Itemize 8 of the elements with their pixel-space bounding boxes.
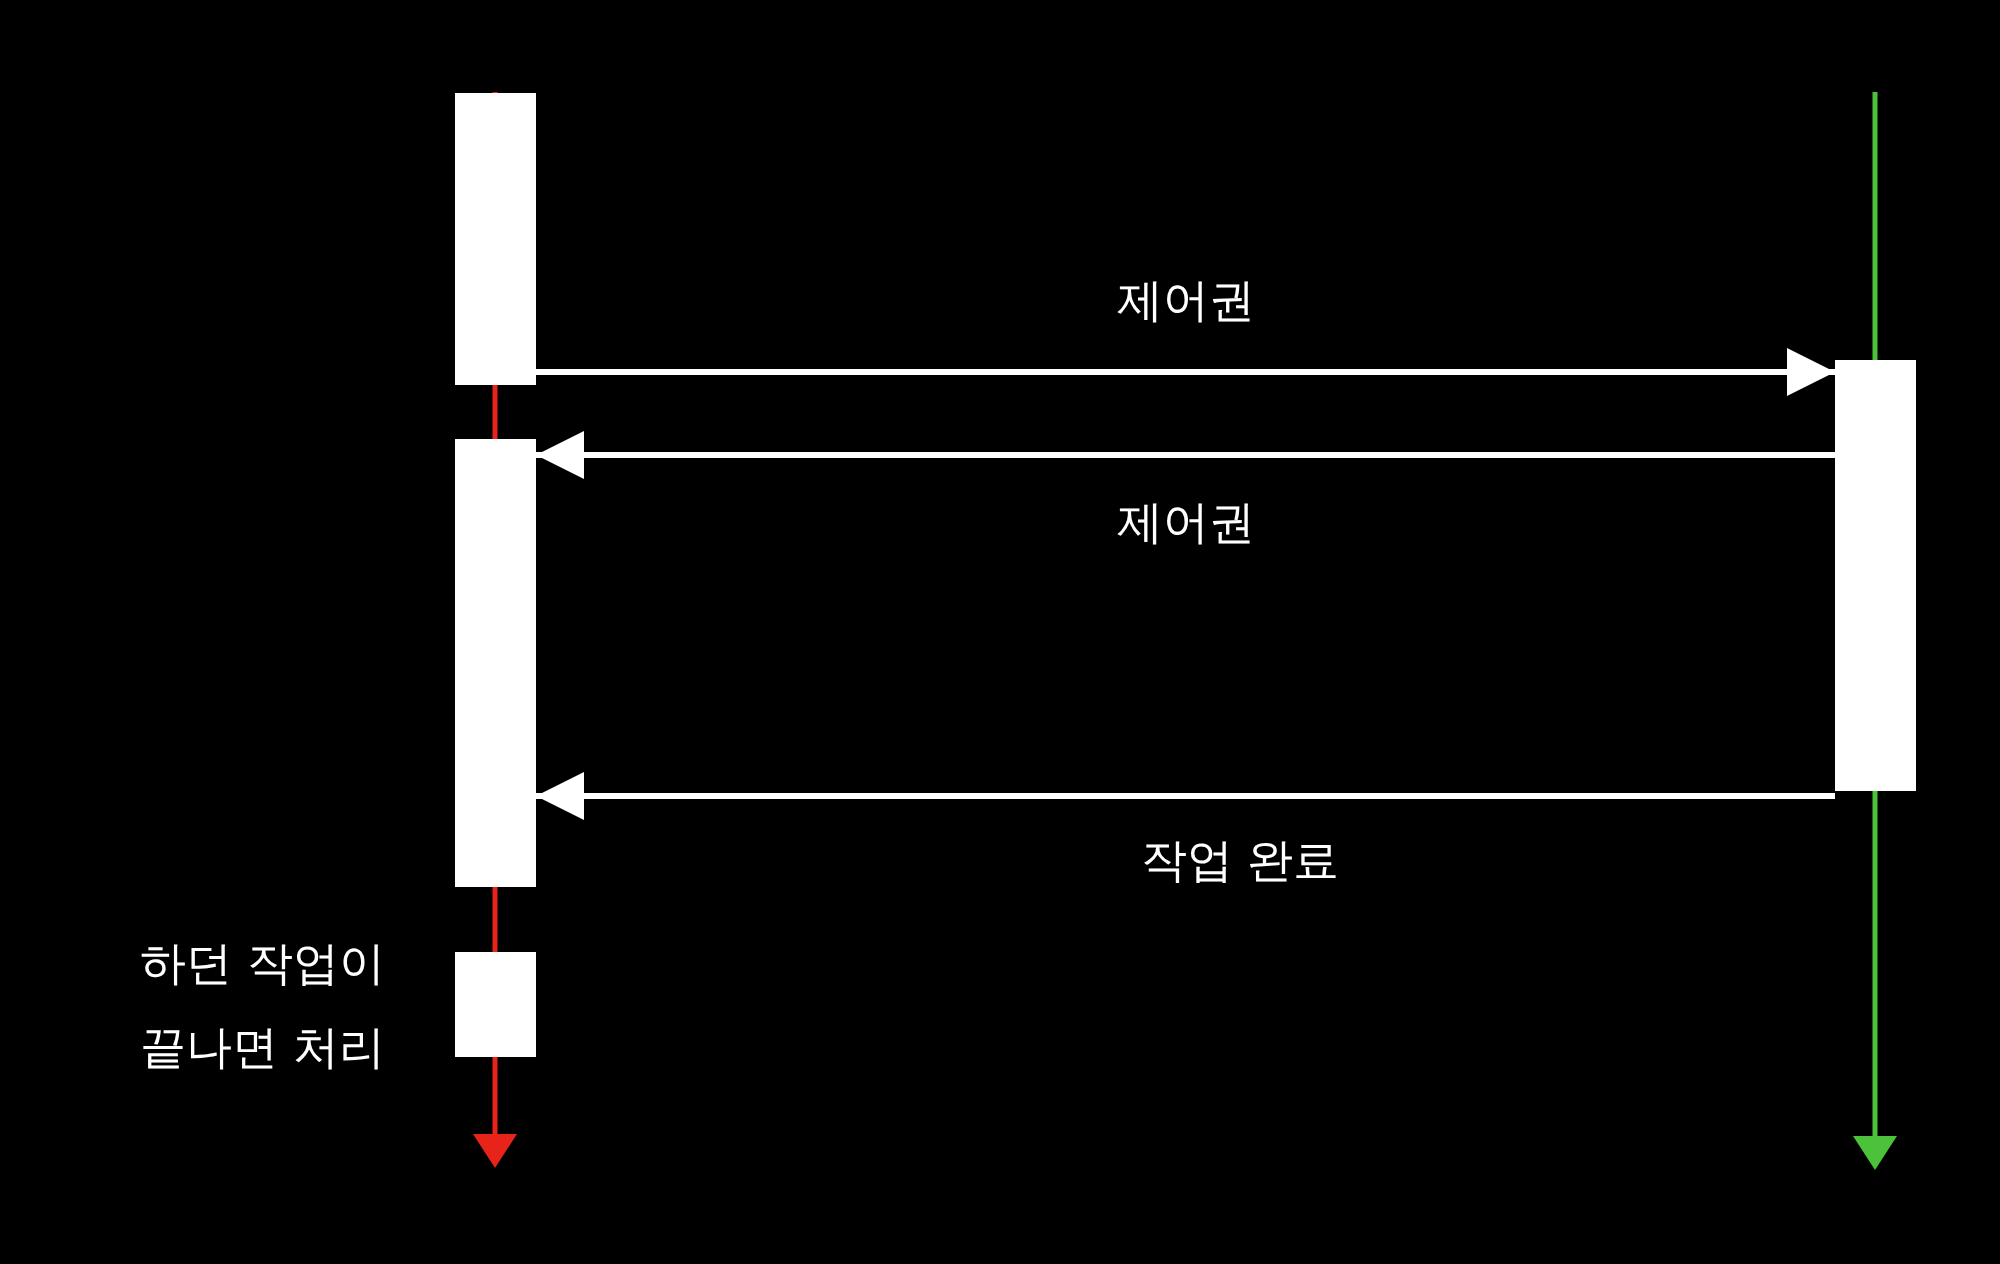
arrow	[536, 348, 1835, 396]
activation-bar	[455, 439, 536, 887]
arrow	[536, 772, 1835, 820]
activation-bar	[1835, 360, 1916, 791]
activation-bar	[455, 952, 536, 1057]
activation-bar	[455, 93, 536, 385]
side-note: 하던 작업이 끝나면 처리	[139, 934, 385, 1076]
arrow	[536, 431, 1835, 479]
